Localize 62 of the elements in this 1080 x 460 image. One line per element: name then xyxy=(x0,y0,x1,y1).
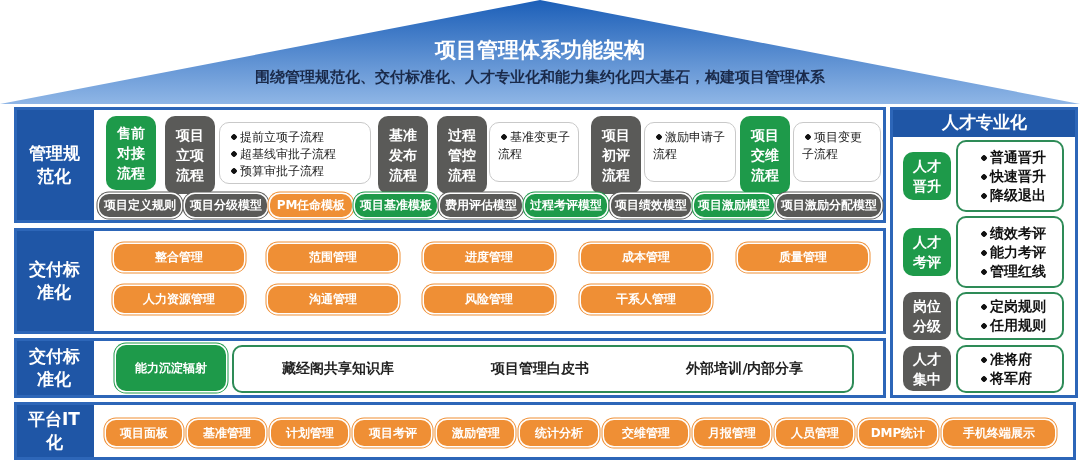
item-text: 藏经阁共享知识库 xyxy=(282,360,395,378)
row-heading: 交付标准化 xyxy=(27,258,81,304)
item-text: 项目管理白皮书 xyxy=(491,360,590,378)
tag-pill: 沟通管理 xyxy=(268,286,398,313)
tag-pill: 过程考评模型 xyxy=(525,194,607,217)
tag-pill: 项目绩效模型 xyxy=(611,194,691,217)
process-box: 人才集中 xyxy=(903,346,951,391)
process-box: 岗位分级 xyxy=(903,292,951,340)
list-box xyxy=(956,345,1064,393)
tag-pill: 交维管理 xyxy=(604,420,688,446)
process-box: 项目交维流程 xyxy=(740,116,790,194)
process-box: 基准发布流程 xyxy=(378,116,428,194)
process-box: 售前对接流程 xyxy=(106,116,156,190)
tag-pill: 项目激励分配模型 xyxy=(777,194,881,217)
list-box xyxy=(644,122,736,182)
list-box xyxy=(956,216,1064,288)
tag-pill: 人员管理 xyxy=(776,420,853,446)
tag-pill: 手机终端展示 xyxy=(943,420,1055,446)
tag-pill: 人力资源管理 xyxy=(114,286,244,313)
process-box: 项目初评流程 xyxy=(591,116,641,194)
roof-banner xyxy=(0,0,1080,104)
tag-pill: 整合管理 xyxy=(114,244,244,271)
process-box: 过程管控流程 xyxy=(437,116,487,194)
tag-pill: 能力沉淀辐射 xyxy=(116,345,226,391)
list-box xyxy=(793,122,881,182)
tag-pill: 项目定义规则 xyxy=(99,194,181,217)
process-box: 项目立项流程 xyxy=(165,116,215,194)
list-box xyxy=(956,140,1064,212)
row-heading: 交付标准化 xyxy=(27,345,81,391)
tag-pill: 风险管理 xyxy=(424,286,554,313)
tag-pill: 项目面板 xyxy=(106,420,182,446)
list-box xyxy=(489,122,579,182)
tag-pill: 干系人管理 xyxy=(581,286,711,313)
list-item: 激励申请子流程 xyxy=(653,129,727,163)
tag-pill: 范围管理 xyxy=(268,244,398,271)
tag-pill: 计划管理 xyxy=(271,420,348,446)
row-heading: 平台IT化 xyxy=(27,408,81,454)
title-text: 项目管理体系功能架构 xyxy=(435,37,645,64)
tag-pill: 月报管理 xyxy=(694,420,770,446)
tag-pill: 质量管理 xyxy=(738,244,868,271)
tag-pill: 费用评估模型 xyxy=(440,194,522,217)
item-text: 外部培训/内部分享 xyxy=(686,360,804,378)
tag-pill: 项目考评 xyxy=(354,420,431,446)
tag-pill: 项目激励模型 xyxy=(694,194,774,217)
tag-pill: 项目基准模板 xyxy=(355,194,437,217)
tag-pill: PM任命模板 xyxy=(270,194,352,217)
tag-pill: 激励管理 xyxy=(437,420,514,446)
content-box xyxy=(232,345,854,393)
tag-pill: 进度管理 xyxy=(424,244,554,271)
tag-pill: 成本管理 xyxy=(581,244,711,271)
list-item: 基准变更子流程 xyxy=(498,129,570,163)
list-box xyxy=(219,122,371,184)
process-box: 人才考评 xyxy=(903,228,951,276)
column-heading: 人才专业化 xyxy=(940,110,1028,134)
tag-pill: 基准管理 xyxy=(188,420,265,446)
process-box: 人才晋升 xyxy=(903,152,951,200)
tag-pill: 统计分析 xyxy=(520,420,598,446)
list-box xyxy=(956,292,1064,340)
row-heading: 管理规范化 xyxy=(27,142,81,188)
subtitle-text: 围绕管理规范化、交付标准化、人才专业化和能力集约化四大基石，构建项目管理体系 xyxy=(255,68,825,87)
tag-pill: DMP统计 xyxy=(859,420,937,446)
tag-pill: 项目分级模型 xyxy=(185,194,267,217)
